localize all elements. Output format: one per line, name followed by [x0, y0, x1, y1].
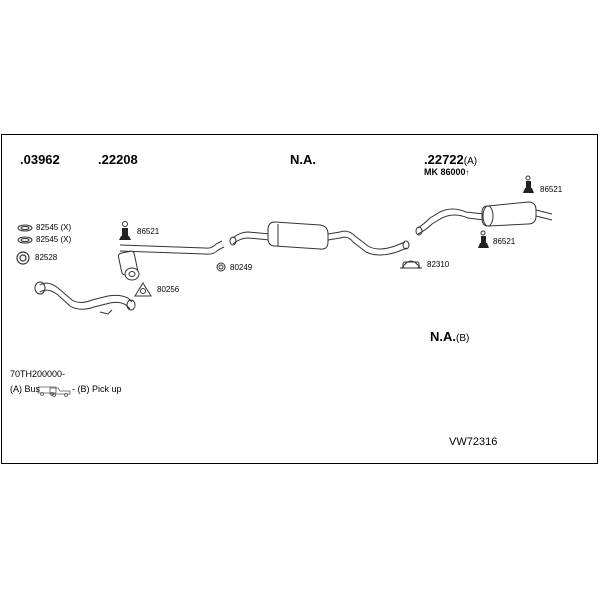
label-mount-rear-bottom: 86521 [493, 237, 516, 246]
diagram-frame [1, 134, 598, 464]
ring-icon [216, 262, 226, 272]
part-number-center: N.A. [290, 152, 316, 167]
part-number-rear-value: .22722 [424, 152, 464, 167]
part-number-middle-pipe: .22208 [98, 152, 138, 167]
part-number-front-pipe: .03962 [20, 152, 60, 167]
label-mount-front: 86521 [137, 227, 160, 236]
serial-range: 70TH200000- [10, 369, 66, 379]
label-ring: 82528 [35, 253, 58, 262]
clamp-icon [17, 236, 33, 244]
label-clamp-2: 82545 (X) [36, 235, 72, 244]
rubber-mount-icon [478, 230, 489, 248]
center-muffler [229, 221, 410, 256]
ring-icon [16, 251, 30, 265]
legend-a: (A) Bus [10, 384, 41, 394]
mk-mark: ↑ [465, 168, 470, 177]
rubber-mount-icon [523, 175, 534, 193]
part-number-rear: .22722(A) [424, 153, 477, 167]
variant-a-marker: (A) [463, 156, 478, 167]
u-clamp-icon [400, 260, 422, 269]
label-gasket: 80256 [157, 285, 180, 294]
variant-b-marker: (B) [456, 333, 470, 344]
na-b-label: N.A.(B) [430, 330, 469, 344]
kit-code: VW72316 [449, 436, 498, 448]
label-ring-small: 80249 [230, 263, 253, 272]
mk-value: MK 86000 [424, 167, 466, 177]
na-b-value: N.A. [430, 329, 456, 344]
label-u-clamp: 82310 [427, 260, 450, 269]
rubber-mount-icon [119, 221, 131, 240]
front-pipe [34, 281, 136, 315]
gasket-icon [134, 282, 152, 297]
label-clamp-1: 82545 (X) [36, 223, 72, 232]
clamp-icon [17, 224, 33, 232]
legend-b: - (B) Pick up [72, 384, 122, 394]
middle-pipe [117, 240, 225, 281]
rear-silencer [415, 201, 553, 236]
mk-label: MK 86000↑ [424, 168, 470, 177]
label-mount-rear-top: 86521 [540, 185, 563, 194]
pickup-icon [49, 387, 71, 397]
